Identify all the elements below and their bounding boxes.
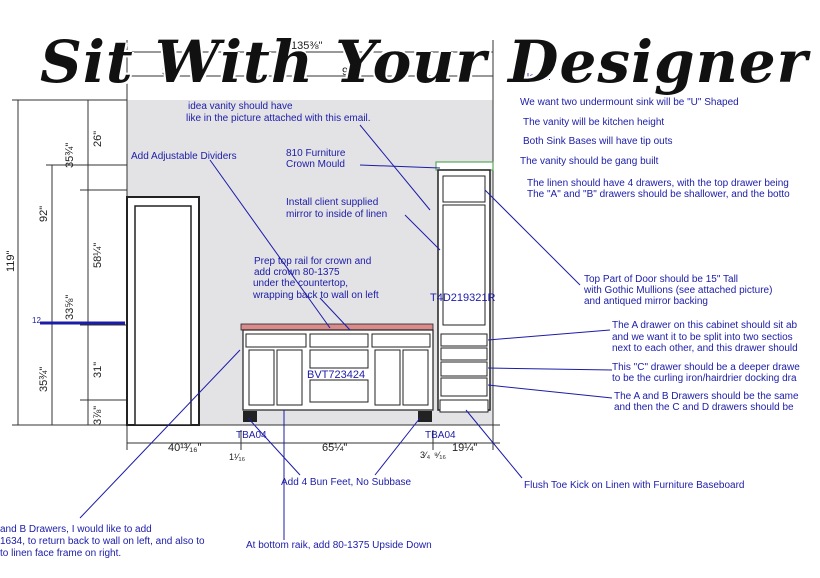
linen-crown	[435, 161, 494, 171]
note-adrawer-3: next to each other, and this drawer shou…	[612, 343, 798, 354]
note-5a: The linen should have 4 drawers, with th…	[527, 178, 789, 189]
dim-left-92: 92"	[38, 205, 50, 222]
note-toekick: Flush Toe Kick on Linen with Furniture B…	[524, 480, 745, 491]
note-2: The vanity will be kitchen height	[523, 117, 665, 128]
dim-left-31: 31"	[92, 361, 104, 378]
linen-door-main	[442, 204, 486, 326]
vanity-feet	[243, 411, 432, 422]
countertop	[240, 323, 434, 331]
note-1: We want two undermount sink will be "U" …	[520, 97, 739, 108]
note-5b: The "A" and "B" drawers should be shallo…	[527, 189, 790, 200]
note-vanity-1: idea vanity should have	[188, 101, 293, 112]
tag-linen: T4D219321R	[430, 292, 496, 304]
side-marker: 12	[32, 316, 41, 325]
note-rail-3: under the countertop,	[253, 278, 349, 289]
dim-left-3: 3⅞"	[92, 405, 104, 425]
note-bottomleft-3: to linen face frame on right.	[0, 548, 122, 559]
note-rail-2: add crown 80-1375	[254, 267, 340, 278]
dim-bottom-1: 1¹⁄₁₆	[229, 452, 246, 462]
doorway-inner	[134, 205, 192, 426]
note-adrawer-1: The A drawer on this cabinet should sit …	[612, 320, 798, 331]
note-abdrawer-1: The A and B Drawers should be the same	[614, 391, 799, 402]
note-mirror-1: Install client supplied	[286, 197, 379, 208]
note-3: Both Sink Bases will have tip outs	[523, 136, 673, 147]
dim-bottom-3: 3⁄₄	[420, 450, 431, 460]
note-rail-4: wrapping back to wall on left	[253, 290, 379, 301]
dim-left-35b: 35¾"	[38, 366, 50, 392]
dim-left-total: 119"	[5, 250, 17, 272]
note-crown-2: Crown Mould	[286, 159, 345, 170]
notes-heading: Notes:	[522, 72, 551, 83]
tag-vanity: BVT723424	[307, 369, 366, 381]
note-door-3: and antiqued mirror backing	[584, 296, 708, 307]
note-bunfeet: Add 4 Bun Feet, No Subbase	[281, 477, 412, 488]
leader-lines	[79, 124, 613, 540]
dim-bottom-65: 65¼"	[322, 442, 348, 454]
note-cdrawer-1: This "C" drawer should be a deeper drawe	[612, 362, 800, 373]
tag-tba-right: TBA04	[425, 430, 456, 441]
note-door-2: with Gothic Mullions (see attached pictu…	[584, 285, 773, 296]
note-bottomleft-2: 1634, to return back to wall on left, an…	[0, 536, 205, 547]
note-mirror-2: mirror to inside of linen	[286, 209, 388, 220]
dim-left-58: 58¼"	[92, 242, 104, 268]
linen-toekick	[439, 399, 489, 413]
note-adrawer-2: and we want it to be split into two sect…	[612, 332, 793, 343]
overlay-title: Sit With Your Designer	[40, 28, 809, 96]
dim-top-overall: 135⅜"	[291, 40, 323, 52]
dim-top-left: 30	[162, 66, 175, 78]
note-cdrawer-2: to be the curling iron/hairdrier docking…	[612, 373, 797, 384]
dim-top-right: 9⅞"	[342, 66, 362, 78]
note-bottomleft-1: and B Drawers, I would like to add	[0, 524, 152, 535]
dim-left-33: 33⅝"	[64, 294, 76, 320]
note-bottomrail: At bottom raik, add 80-1375 Upside Down	[246, 540, 432, 551]
dim-left-26: 26"	[92, 130, 104, 147]
linen-door-top	[442, 175, 486, 203]
vanity-body	[242, 329, 434, 411]
vanity-doors	[245, 333, 431, 406]
dim-bottom-40: 40¹³⁄₁₆"	[168, 442, 202, 454]
note-door-1: Top Part of Door should be 15" Tall	[584, 274, 739, 285]
tag-tba-left: TBA04	[236, 430, 267, 441]
note-rail-1: Prep top rail for crown and	[254, 256, 372, 267]
dim-bottom-3b: ⁹⁄₁₆	[434, 450, 447, 460]
note-vanity-2: like in the picture attached with this e…	[186, 113, 371, 124]
dim-bottom-19: 19¼"	[452, 442, 478, 454]
note-dividers: Add Adjustable Dividers	[131, 151, 237, 162]
note-abdrawer-2: and then the C and D drawers should be	[614, 402, 794, 413]
linen-drawers	[440, 333, 488, 397]
dim-left-35a: 35¾"	[64, 142, 76, 168]
note-crown-1: 810 Furniture	[286, 148, 346, 159]
note-4: The vanity should be gang built	[520, 156, 659, 167]
